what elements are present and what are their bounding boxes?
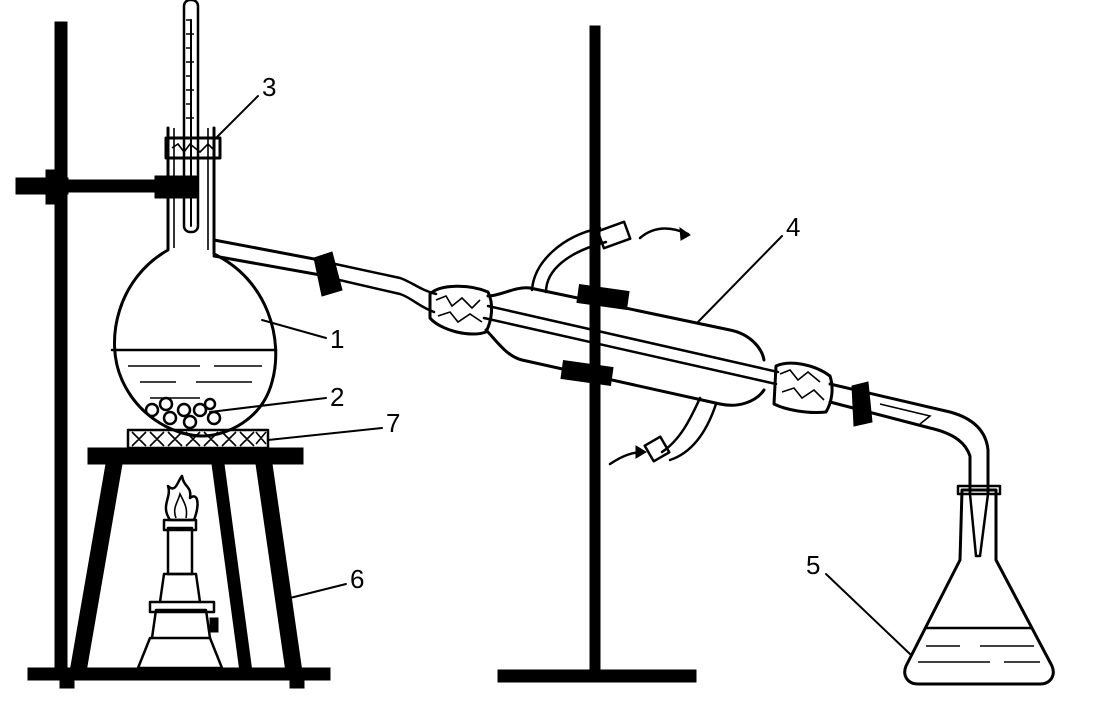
condenser-stopper-right [772,361,834,414]
boiling-chips [144,396,222,430]
connecting-tube [313,251,438,314]
flame-icon [164,474,199,522]
tripod-leg-left [69,463,123,673]
label-flask: 1 [330,324,344,354]
rubber-sleeve-2 [851,381,873,427]
tripod-top [87,447,304,465]
clamp-arm [61,179,163,193]
label-boiling-chips: 2 [330,382,344,412]
distilling-flask [110,126,332,438]
flask-side-arm [212,238,332,278]
flask-body [113,126,278,438]
tripod-leg-back [211,463,253,673]
right-stand-base [497,669,697,683]
thermometer [182,0,200,234]
stopper [164,136,222,160]
receiver-adapter [828,381,990,494]
condenser-clamp-upper [576,284,630,310]
erlenmeyer-flask [903,488,1055,686]
condenser-jacket [484,286,766,407]
condenser-stopper-left [428,284,494,336]
condenser-clamp-lower [560,360,614,386]
burner-base [136,636,224,670]
liebig-condenser [428,220,834,466]
rubber-sleeve-1 [313,251,343,297]
label-condenser: 4 [786,212,800,242]
tripod-stand [69,447,304,673]
right-stand-rod [589,25,601,677]
wire-gauze [126,428,270,450]
left-stand-rod [54,21,68,671]
receiver-flask [903,484,1055,686]
label-receiver: 5 [806,550,820,580]
water-inlet [660,396,718,462]
label-stopper: 3 [262,72,276,102]
label-tripod: 6 [350,564,364,594]
label-gauze: 7 [386,408,400,438]
burner-tube [166,526,194,576]
tripod-leg-right [255,463,303,673]
right-retort-stand [497,25,697,683]
left-retort-stand [15,21,331,689]
leader-lines [209,95,911,655]
burner [136,474,224,670]
